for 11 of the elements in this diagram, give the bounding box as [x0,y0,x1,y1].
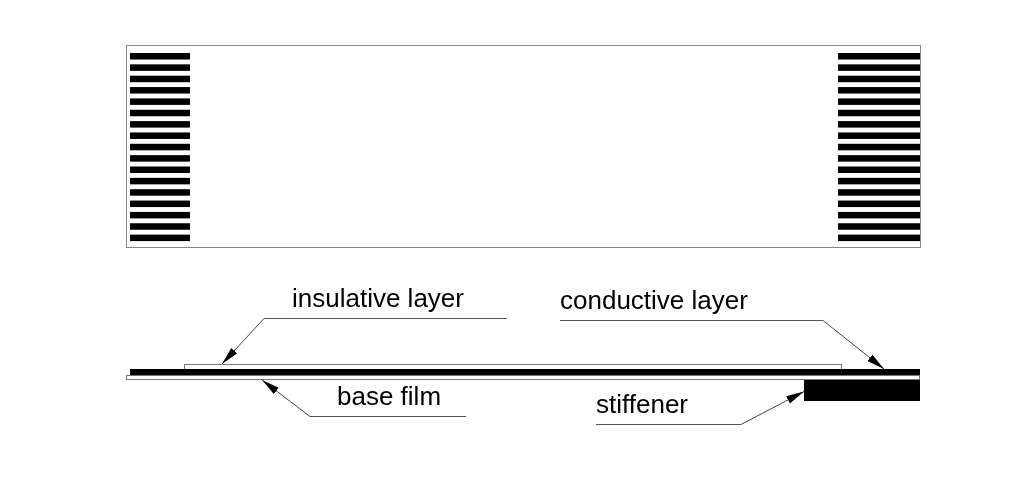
part-label: stiffener [596,389,741,425]
stiffener-block [804,380,920,401]
conductor-bar [130,369,920,375]
leader-line [822,320,885,370]
part-label: conductive layer [560,285,823,321]
leader-line [740,391,805,425]
part-label: insulative layer [264,283,507,319]
base-film-strip [126,375,920,380]
leader-line [221,318,265,365]
leader-line [261,379,311,417]
part-label: base film [310,381,466,417]
